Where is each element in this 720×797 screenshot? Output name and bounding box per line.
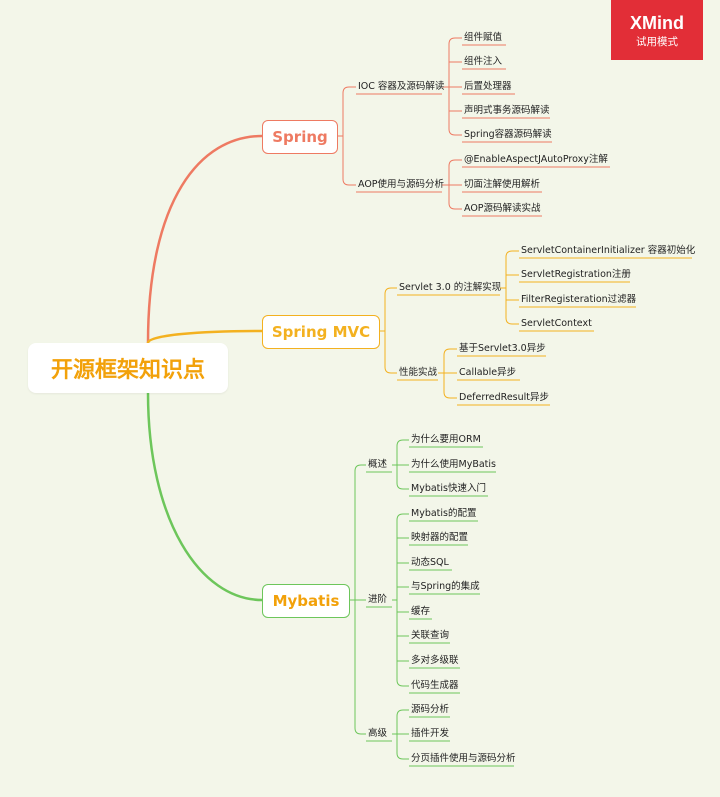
leaf-servlet-2[interactable]: ServletRegistration注册 — [521, 269, 631, 280]
branch-spring[interactable]: Spring — [262, 120, 338, 154]
leaf-servlet-1[interactable]: ServletContainerInitializer 容器初始化 — [521, 245, 696, 256]
leaf-advanced-1[interactable]: Mybatis的配置 — [411, 508, 477, 519]
trial-mode-label: 试用模式 — [636, 36, 678, 48]
mvc-connectors — [378, 250, 519, 399]
leaf-overview-1[interactable]: 为什么要用ORM — [411, 434, 481, 445]
leaf-senior-3[interactable]: 分页插件使用与源码分析 — [411, 753, 516, 764]
leaf-aop-3[interactable]: AOP源码解读实战 — [464, 203, 541, 214]
leaf-ioc-5[interactable]: Spring容器源码解读 — [464, 129, 552, 140]
leaf-aop-2[interactable]: 切面注解使用解析 — [464, 179, 541, 190]
leaf-underlines — [356, 44, 692, 767]
branch-spring-mvc[interactable]: Spring MVC — [262, 315, 380, 349]
leaf-advanced-5[interactable]: 缓存 — [411, 606, 431, 617]
branch-mybatis[interactable]: Mybatis — [262, 584, 350, 618]
leaf-advanced-4[interactable]: 与Spring的集成 — [411, 581, 480, 592]
mybatis-connectors — [348, 439, 409, 760]
leaf-perf-1[interactable]: 基于Servlet3.0异步 — [459, 343, 546, 354]
leaf-advanced-8[interactable]: 代码生成器 — [411, 680, 459, 691]
leaf-ioc-1[interactable]: 组件赋值 — [464, 32, 503, 43]
topic-ioc[interactable]: IOC 容器及源码解读 — [358, 81, 445, 92]
leaf-servlet-4[interactable]: ServletContext — [521, 318, 592, 329]
leaf-servlet-3[interactable]: FilterRegisteration过滤器 — [521, 294, 637, 305]
leaf-ioc-4[interactable]: 声明式事务源码解读 — [464, 105, 550, 116]
leaf-overview-3[interactable]: Mybatis快速入门 — [411, 483, 486, 494]
leaf-advanced-7[interactable]: 多对多级联 — [411, 655, 459, 666]
xmind-trial-badge[interactable]: XMind 试用模式 — [611, 0, 703, 60]
leaf-advanced-2[interactable]: 映射器的配置 — [411, 532, 469, 543]
leaf-perf-3[interactable]: DeferredResult异步 — [459, 392, 550, 403]
leaf-advanced-3[interactable]: 动态SQL — [411, 557, 449, 568]
link-root-spring — [146, 134, 263, 344]
topic-advanced[interactable]: 进阶 — [368, 594, 388, 605]
leaf-senior-1[interactable]: 源码分析 — [411, 704, 450, 715]
leaf-overview-2[interactable]: 为什么使用MyBatis — [411, 459, 496, 470]
leaf-ioc-3[interactable]: 后置处理器 — [464, 81, 512, 92]
link-root-mvc — [146, 329, 263, 344]
leaf-aop-1[interactable]: @EnableAspectJAutoProxy注解 — [464, 154, 608, 165]
topic-overview[interactable]: 概述 — [368, 459, 388, 470]
leaf-advanced-6[interactable]: 关联查询 — [411, 630, 450, 641]
topic-perf[interactable]: 性能实战 — [399, 367, 438, 378]
topic-servlet3[interactable]: Servlet 3.0 的注解实现 — [399, 282, 502, 293]
spring-connectors — [336, 37, 462, 210]
topic-senior[interactable]: 高级 — [368, 728, 388, 739]
xmind-logo-text: XMind — [630, 13, 684, 33]
leaf-ioc-2[interactable]: 组件注入 — [464, 56, 503, 67]
leaf-perf-2[interactable]: Callable异步 — [459, 367, 517, 378]
root-topic[interactable]: 开源框架知识点 — [28, 343, 228, 393]
link-root-mybatis — [146, 392, 263, 602]
leaf-senior-2[interactable]: 插件开发 — [411, 728, 450, 739]
topic-aop[interactable]: AOP使用与源码分析 — [358, 179, 445, 190]
